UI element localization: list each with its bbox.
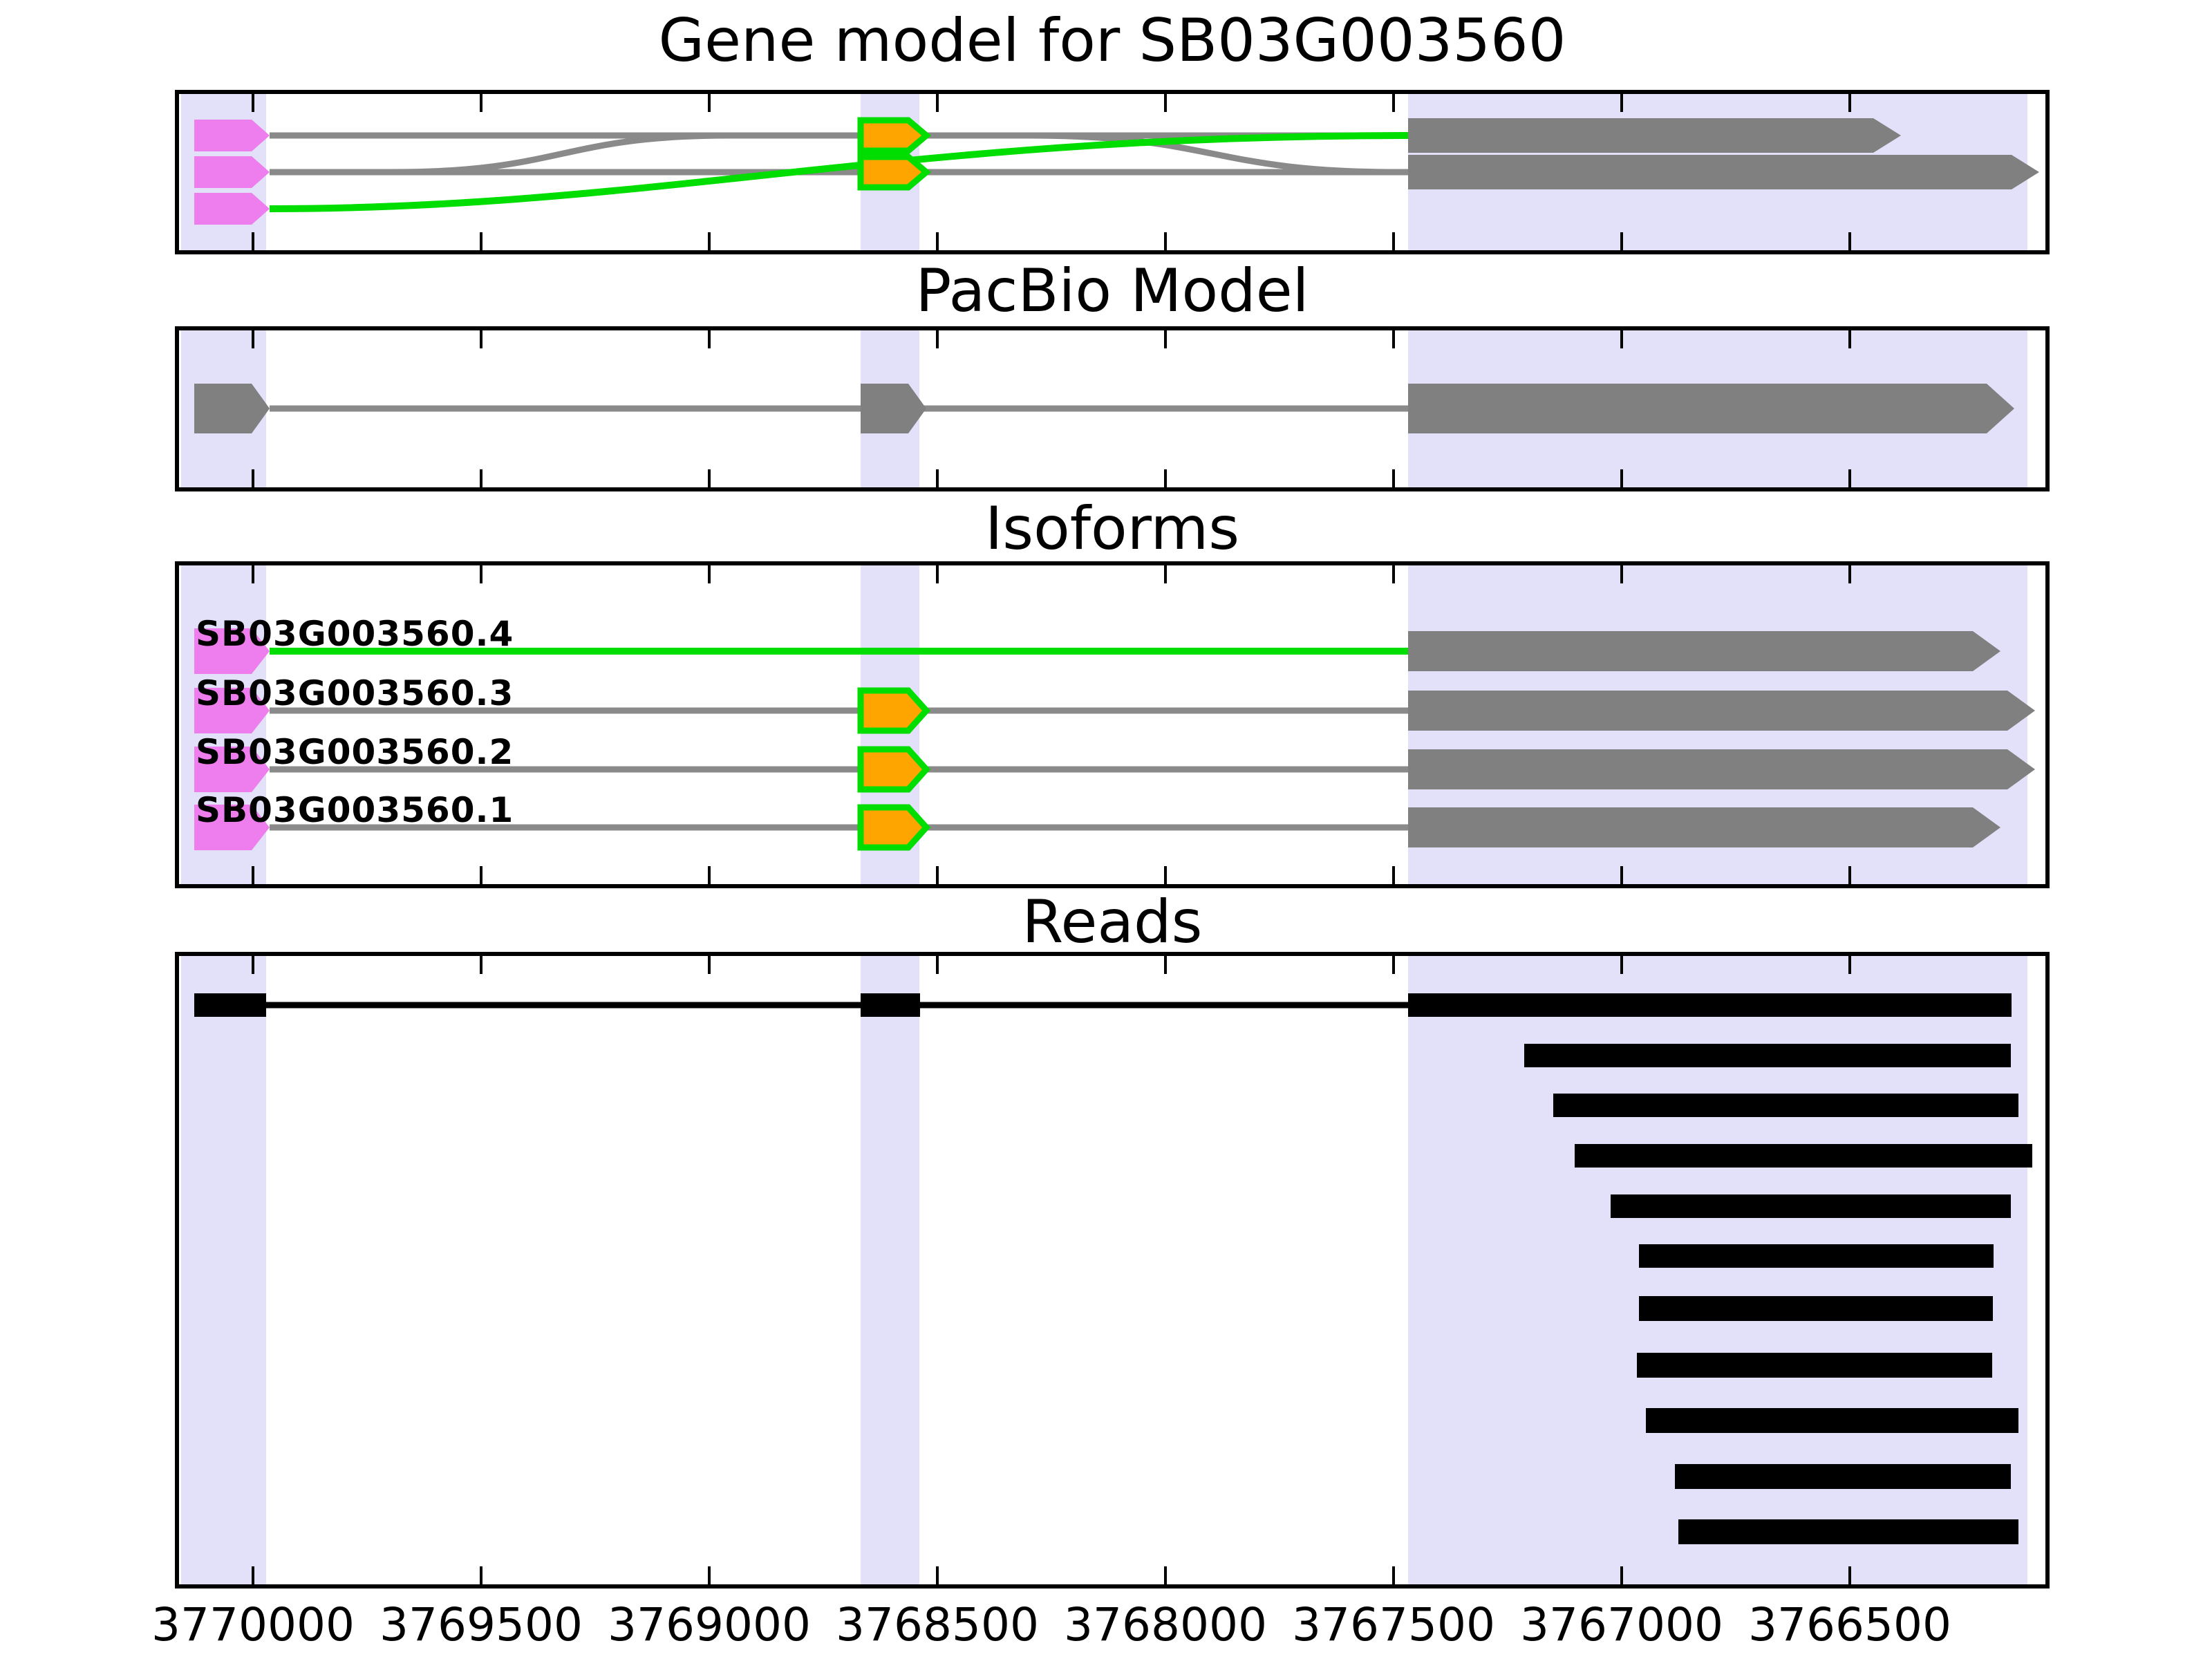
isoform-label: SB03G003560.2 [196, 732, 514, 772]
read-block [1678, 1519, 2018, 1544]
exon-arrow [1408, 807, 2000, 847]
isoform-label: SB03G003560.1 [196, 790, 514, 830]
exon-arrow [1408, 155, 2039, 189]
x-tick-label: 3767500 [1292, 1598, 1495, 1651]
read-block [1646, 1408, 2018, 1433]
x-tick-label: 3766500 [1748, 1598, 1951, 1651]
track-title-reads: Reads [1022, 888, 1203, 957]
cds-box [857, 804, 931, 851]
exon-arrow [1408, 118, 1901, 153]
x-tick-label: 3770000 [151, 1598, 355, 1651]
x-tick-label: 3769000 [608, 1598, 811, 1651]
pacbio-exon-arrow [1408, 384, 2014, 433]
x-tick-label: 3769500 [379, 1598, 583, 1651]
five-prime-segment [194, 156, 270, 188]
track-title-isoforms: Isoforms [984, 494, 1240, 563]
read-block [194, 993, 266, 1017]
read-block [1639, 1244, 1994, 1268]
isoform-label: SB03G003560.3 [196, 673, 514, 713]
five-prime-segment [194, 120, 270, 151]
x-tick-label: 3767000 [1520, 1598, 1723, 1651]
track-title-pacbio: PacBio Model [915, 256, 1309, 326]
highlight-band [181, 954, 266, 1586]
read-block [861, 993, 920, 1017]
exon-arrow [1408, 691, 2035, 731]
read-block [1675, 1464, 2011, 1489]
five-prime-segment [194, 628, 270, 674]
exon-arrow [1408, 631, 2000, 671]
x-tick-label: 3768500 [836, 1598, 1039, 1651]
read-block [1575, 1144, 2032, 1168]
five-prime-segment [194, 193, 270, 225]
read-block [1524, 1044, 2011, 1067]
panel-border [175, 326, 2050, 491]
read-block [1553, 1094, 2018, 1117]
pacbio-segment [194, 384, 270, 433]
exon-arrow [1408, 749, 2035, 789]
five-prime-segment [194, 805, 270, 850]
read-block [1408, 993, 2012, 1017]
intron-curve [393, 132, 730, 176]
intron-curve [1029, 132, 1397, 176]
cds-box [857, 687, 931, 734]
intron-curve-green [269, 132, 1411, 212]
read-block [1637, 1353, 1992, 1378]
panel-border [175, 90, 2050, 254]
cds-box [857, 746, 931, 793]
x-tick-label: 3768000 [1064, 1598, 1267, 1651]
highlight-band [861, 954, 919, 1586]
five-prime-segment [194, 688, 270, 733]
five-prime-segment [194, 747, 270, 792]
read-block [1611, 1194, 2011, 1218]
panel-border [175, 561, 2050, 888]
read-block [1639, 1296, 1993, 1321]
track-title-gene-model: Gene model for SB03G003560 [658, 6, 1566, 75]
isoform-label: SB03G003560.4 [196, 614, 514, 654]
panel-border [175, 952, 2050, 1588]
cds-box [857, 153, 931, 191]
cds-box [857, 117, 931, 154]
pacbio-segment [861, 384, 926, 433]
